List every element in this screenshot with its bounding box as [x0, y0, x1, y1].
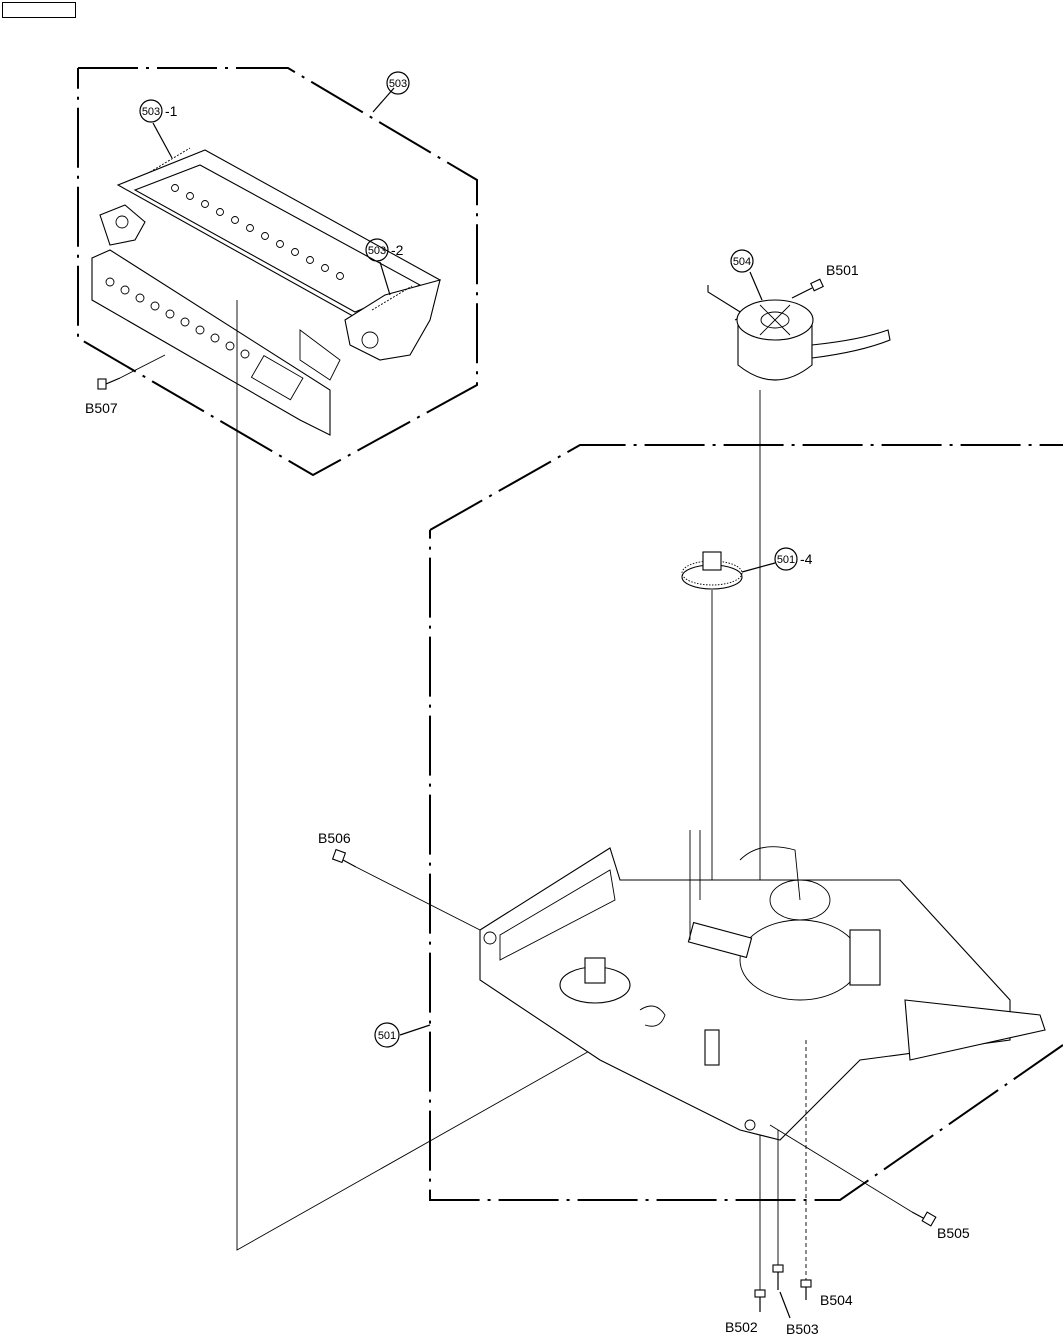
callout-504-label: 504 [733, 256, 751, 268]
cassette-holder-part [91, 147, 442, 436]
assembly-guide-line-503 [236, 300, 601, 1251]
screw-b506-label: B506 [318, 830, 351, 846]
assembly-503-boundary [77, 67, 478, 477]
callout-503-label: 503 [389, 78, 407, 90]
screw-b507: B507 [85, 354, 166, 416]
assembly-501-boundary [399, 444, 1063, 1201]
main-deck-part [479, 830, 1046, 1141]
screw-b503-label: B503 [786, 1321, 819, 1337]
callout-503-1: 503 -1 [139, 99, 178, 159]
callout-501-4: 501 -4 [741, 547, 813, 573]
callout-501-4-suffix: -4 [800, 551, 813, 567]
callout-503-2-suffix: -2 [391, 242, 404, 258]
screw-b502-label: B502 [725, 1319, 758, 1335]
callout-501-label: 501 [378, 1030, 396, 1042]
screw-b504: B504 [800, 1279, 853, 1308]
frame-holes [171, 184, 344, 280]
screw-b503: B503 [772, 1264, 819, 1337]
side-plate-holes [105, 277, 250, 359]
callout-504: 504 [730, 249, 763, 301]
callout-501-4-number: 501 [777, 554, 795, 566]
spring-503-1 [149, 147, 191, 173]
callout-503-2-number: 503 [368, 245, 386, 257]
callout-503-1-suffix: -1 [165, 103, 178, 119]
screw-b501: B501 [791, 262, 859, 299]
screw-b505-label: B505 [937, 1225, 970, 1241]
screw-b505: B505 [769, 1124, 970, 1241]
callout-503-2: 503 -2 [365, 238, 404, 296]
spring-503-2 [371, 285, 413, 311]
gear-501-4-part [681, 551, 743, 590]
callout-503: 503 [386, 71, 410, 95]
screw-b504-label: B504 [820, 1292, 853, 1308]
page-corner-box [2, 2, 76, 18]
screw-b501-label: B501 [826, 262, 859, 278]
screw-b507-label: B507 [85, 400, 118, 416]
callout-503-1-number: 503 [142, 106, 160, 118]
callout-501: 501 [374, 1022, 400, 1048]
motor-504-part [707, 285, 891, 381]
screw-b502: B502 [725, 1289, 766, 1335]
screw-b506: B506 [318, 830, 481, 931]
